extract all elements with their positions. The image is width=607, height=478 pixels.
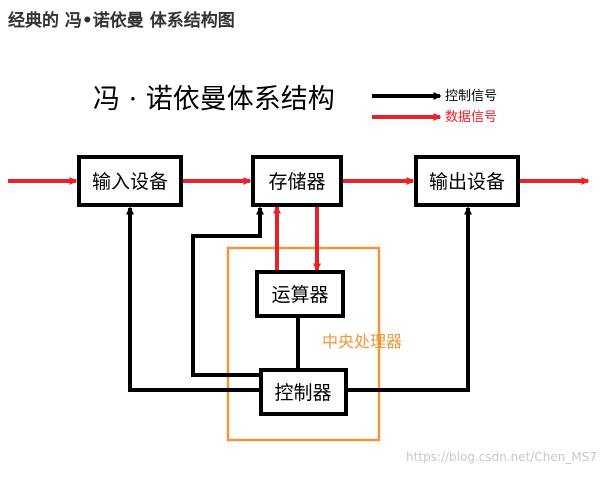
page-heading: 经典的 冯•诺依曼 体系结构图 bbox=[8, 11, 235, 31]
alu-label: 运算器 bbox=[271, 284, 328, 306]
output-device-label: 输出设备 bbox=[429, 171, 505, 193]
memory-label: 存储器 bbox=[268, 171, 325, 193]
alu-box: 运算器 bbox=[255, 270, 345, 318]
legend-control-label: 控制信号 bbox=[445, 89, 497, 104]
control-to-memory-line bbox=[191, 206, 264, 377]
control-to-input-line bbox=[126, 206, 260, 392]
input-device-label: 输入设备 bbox=[92, 171, 168, 193]
cpu-boundary bbox=[226, 246, 381, 442]
legend-data-label: 数据信号 bbox=[445, 110, 497, 125]
controller-label: 控制器 bbox=[274, 382, 331, 404]
output-device-box: 输出设备 bbox=[414, 155, 520, 207]
diagram-title: 冯 · 诺依曼体系结构 bbox=[93, 84, 335, 115]
control-to-output-line bbox=[347, 206, 472, 392]
cpu-label: 中央处理器 bbox=[322, 332, 402, 351]
controller-box: 控制器 bbox=[259, 368, 348, 416]
memory-box: 存储器 bbox=[251, 155, 343, 207]
watermark: https://blog.csdn.net/Chen_MS7 bbox=[406, 450, 597, 464]
input-device-box: 输入设备 bbox=[77, 155, 183, 207]
